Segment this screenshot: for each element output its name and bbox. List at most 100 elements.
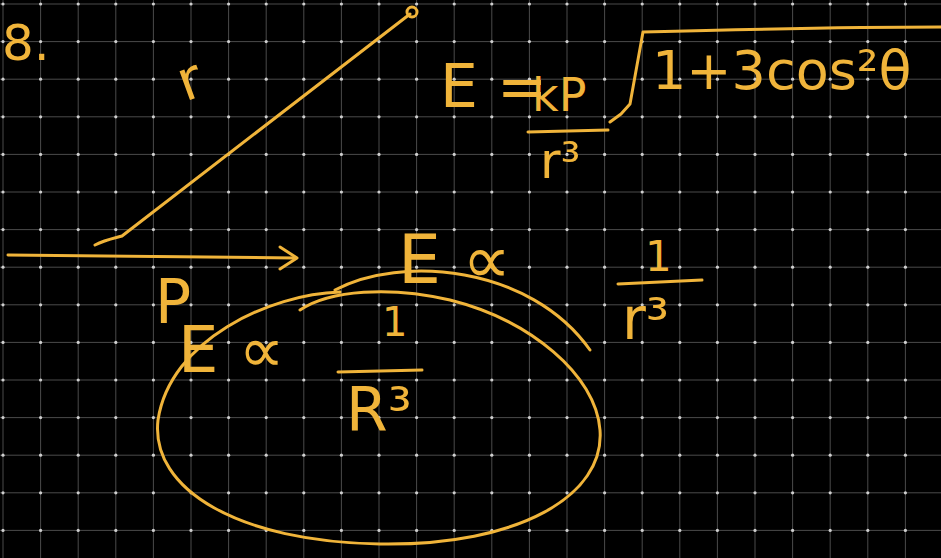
grid-dot (528, 40, 531, 43)
grid-dot (904, 228, 907, 231)
grid-dot (490, 416, 493, 419)
grid-dot (265, 190, 268, 193)
grid-dot (603, 529, 606, 532)
field-point (407, 7, 417, 17)
grid-dot (77, 454, 80, 457)
grid-dot (227, 190, 230, 193)
grid-dot (490, 303, 493, 306)
grid-dot (866, 2, 869, 5)
grid-dot (39, 491, 42, 494)
grid-dot (39, 416, 42, 419)
grid-dot (829, 378, 832, 381)
grid-dot (1, 190, 4, 193)
grid-dot (265, 491, 268, 494)
grid-dot (791, 303, 794, 306)
grid-line (0, 41, 941, 42)
arrow-head (280, 247, 297, 269)
grid-dot (453, 491, 456, 494)
grid-dot (641, 266, 644, 269)
grid-dot (1, 378, 4, 381)
grid-dot (565, 529, 568, 532)
grid-dot (77, 115, 80, 118)
grid-dot (265, 454, 268, 457)
grid-dot (152, 378, 155, 381)
dipole-arrow (8, 255, 295, 258)
grid-dot (716, 266, 719, 269)
grid-dot (265, 115, 268, 118)
grid-dot (377, 153, 380, 156)
grid-dot (716, 454, 719, 457)
grid-dot (753, 228, 756, 231)
grid-dot (753, 153, 756, 156)
grid-dot (528, 416, 531, 419)
grid-dot (265, 40, 268, 43)
grid-dot (265, 228, 268, 231)
grid-dot (152, 529, 155, 532)
grid-dot (565, 303, 568, 306)
grid-dot (340, 190, 343, 193)
grid-dot (39, 115, 42, 118)
grid-dot (565, 190, 568, 193)
grid-dot (227, 2, 230, 5)
grid-dot (603, 266, 606, 269)
grid-dot (227, 115, 230, 118)
grid-dot (302, 190, 305, 193)
grid-dot (227, 491, 230, 494)
grid-dot (641, 529, 644, 532)
grid-dot (114, 190, 117, 193)
grid-dot (77, 228, 80, 231)
grid-dot (603, 40, 606, 43)
grid-dot (77, 416, 80, 419)
grid-dot (716, 491, 719, 494)
grid-dot (528, 303, 531, 306)
grid-dot (565, 228, 568, 231)
grid-dot (641, 190, 644, 193)
grid-dot (189, 266, 192, 269)
grid-dot (753, 378, 756, 381)
formula-text: r³ (622, 290, 669, 348)
fraction-bar (528, 130, 608, 132)
grid-dot (716, 529, 719, 532)
grid-dot (904, 303, 907, 306)
grid-dot (265, 2, 268, 5)
grid-dot (377, 491, 380, 494)
grid-dot (603, 228, 606, 231)
grid-dot (39, 303, 42, 306)
grid-dot (265, 153, 268, 156)
grid-dot (753, 491, 756, 494)
formula-text: 1+3cos²θ (652, 44, 912, 98)
grid-dot (1, 266, 4, 269)
grid-dot (829, 2, 832, 5)
grid-dot (415, 190, 418, 193)
grid-dot (152, 303, 155, 306)
grid-dot (528, 454, 531, 457)
formula-text: E = (440, 56, 547, 116)
grid-dot (1, 78, 4, 81)
grid-dot (528, 529, 531, 532)
grid-line (0, 4, 941, 5)
grid-dot (716, 228, 719, 231)
grid-dot (114, 2, 117, 5)
grid-line (0, 380, 941, 381)
grid-dot (565, 2, 568, 5)
grid-dot (829, 491, 832, 494)
ellipse-outline (158, 292, 601, 544)
grid-dot (791, 153, 794, 156)
grid-dot (490, 190, 493, 193)
grid-dot (753, 190, 756, 193)
grid-dot (603, 78, 606, 81)
grid-dot (189, 115, 192, 118)
grid-dot (904, 2, 907, 5)
grid-dot (340, 153, 343, 156)
grid-dot (490, 40, 493, 43)
grid-dot (1, 115, 4, 118)
grid-dot (152, 341, 155, 344)
grid-dot (77, 40, 80, 43)
circled-result: E ∝1R³ (150, 280, 612, 550)
grid-dot (340, 378, 343, 381)
formula-text: E ∝ (178, 318, 285, 382)
grid-dot (490, 378, 493, 381)
grid-dot (603, 303, 606, 306)
grid-dot (114, 266, 117, 269)
